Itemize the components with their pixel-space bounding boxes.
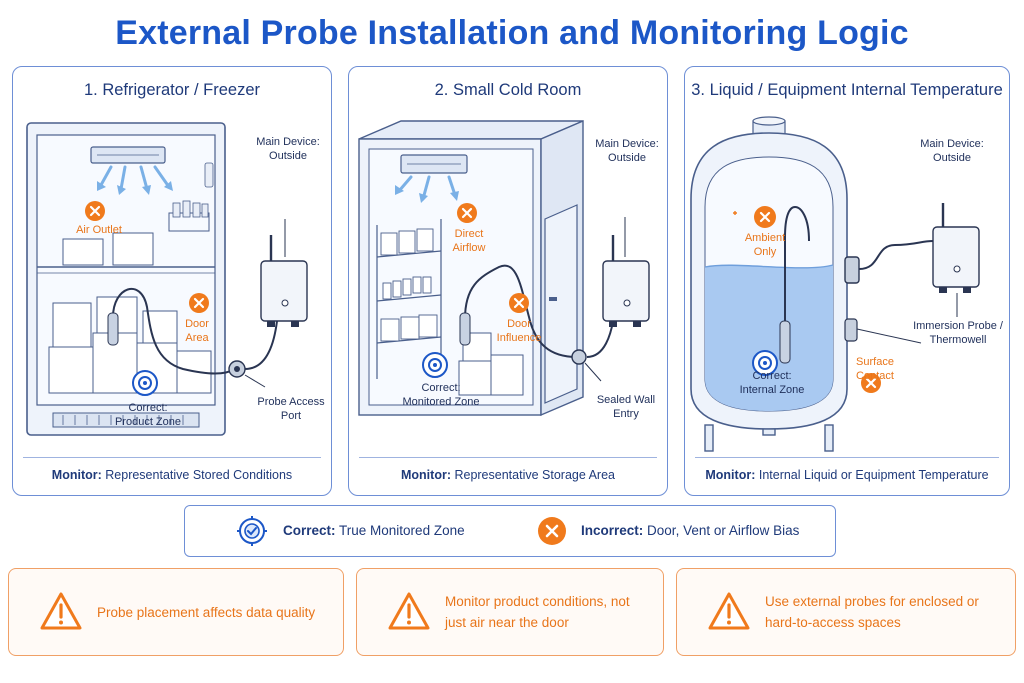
immersion-probe-label: Immersion Probe / Thermowell xyxy=(913,320,1003,346)
door-influence-label: Door Influence xyxy=(496,318,542,344)
incorrect-x-icon xyxy=(538,517,566,545)
correct-check-icon xyxy=(237,516,267,546)
warning-icon xyxy=(708,592,750,630)
correct-target-icon xyxy=(132,370,158,396)
sealed-entry-label: Sealed Wall Entry xyxy=(596,394,656,420)
panel-title: 2. Small Cold Room xyxy=(434,81,582,99)
legend-incorrect: Incorrect: Door, Vent or Airflow Bias xyxy=(581,523,800,538)
main-device-label: Main Device: Outside xyxy=(595,138,659,164)
divider xyxy=(23,457,321,458)
panel-title: 1. Refrigerator / Freezer xyxy=(83,81,261,99)
cold-room-illustration xyxy=(358,119,650,417)
correct-zone-label: Correct: Internal Zone xyxy=(739,370,805,396)
divider xyxy=(359,457,657,458)
legend-correct: Correct: True Monitored Zone xyxy=(283,523,465,538)
panel-refrigerator: 1. Refrigerator / Freezer xyxy=(12,66,332,496)
warning-icon xyxy=(388,592,430,630)
panel-cold-room: 2. Small Cold Room xyxy=(348,66,668,496)
ambient-only-label: Ambient Only xyxy=(744,232,786,258)
panel-title: 3. Liquid / Equipment Internal Temperatu… xyxy=(691,81,1003,99)
page-title: External Probe Installation and Monitori… xyxy=(115,14,909,52)
air-outlet-label: Air Outlet xyxy=(76,224,122,236)
refrigerator-illustration xyxy=(26,122,308,436)
incorrect-x-icon xyxy=(754,206,776,228)
warning-card: Use external probes for enclosed or hard… xyxy=(676,568,1016,656)
panel-footer: Monitor: Representative Storage Area xyxy=(401,468,615,482)
divider xyxy=(695,457,999,458)
main-device-label: Main Device: Outside xyxy=(920,138,984,164)
incorrect-x-icon xyxy=(189,293,209,313)
warning-card: Monitor product conditions, not just air… xyxy=(356,568,664,656)
warning-icon xyxy=(40,592,82,630)
main-device-label: Main Device: Outside xyxy=(256,136,320,162)
correct-zone-label: Correct: Monitored Zone xyxy=(402,382,480,408)
tank-illustration xyxy=(690,116,980,452)
incorrect-x-icon xyxy=(457,203,477,223)
panel-footer: Monitor: Representative Stored Condition… xyxy=(51,468,293,482)
surface-contact-label: Surface Contact xyxy=(856,356,894,382)
warning-text: Probe placement affects data quality xyxy=(97,604,316,620)
correct-zone-label: Correct: Product Zone xyxy=(114,402,182,428)
direct-airflow-label: Direct Airflow xyxy=(452,228,486,254)
correct-target-icon xyxy=(422,352,448,378)
incorrect-x-icon xyxy=(85,201,105,221)
warning-text: Monitor product conditions, not just air… xyxy=(445,594,630,630)
incorrect-x-icon xyxy=(861,373,881,393)
probe-port-label: Probe Access Port xyxy=(257,396,325,422)
door-area-label: Door Area xyxy=(185,318,209,344)
warning-card: Probe placement affects data quality xyxy=(8,568,344,656)
correct-target-icon xyxy=(752,350,778,376)
legend: Correct: True Monitored Zone Incorrect: … xyxy=(184,505,836,557)
incorrect-x-icon xyxy=(509,293,529,313)
panel-footer: Monitor: Internal Liquid or Equipment Te… xyxy=(705,468,989,482)
panel-liquid-equipment: 3. Liquid / Equipment Internal Temperatu… xyxy=(684,66,1010,496)
warning-text: Use external probes for enclosed or hard… xyxy=(765,594,979,630)
